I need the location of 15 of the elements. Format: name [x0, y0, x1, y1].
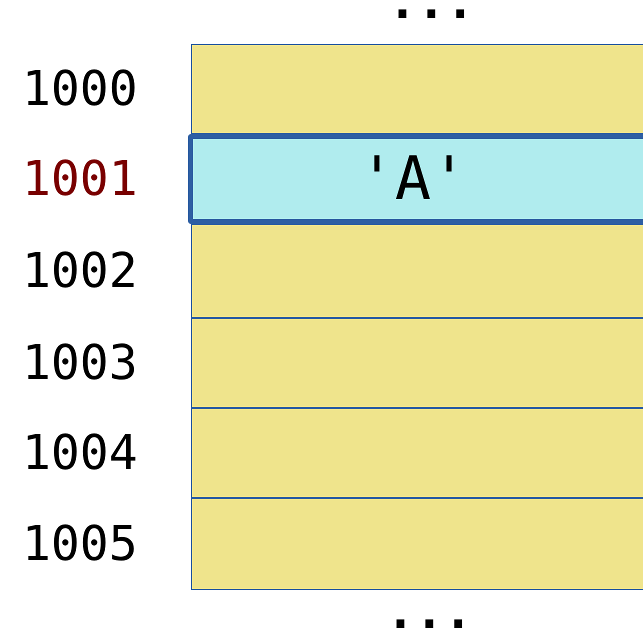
memory-cell: [191, 408, 643, 498]
memory-cell: [191, 224, 643, 318]
memory-address: 1003: [22, 335, 138, 391]
ellipsis: ...: [386, 592, 473, 629]
cell-value: 'A': [358, 144, 468, 214]
memory-address: 1005: [22, 516, 138, 572]
memory-cell: [191, 498, 643, 590]
memory-address: 1000: [22, 61, 138, 117]
memory-cell: [191, 318, 643, 408]
memory-cell: [191, 44, 643, 134]
memory-address: 1002: [22, 243, 138, 299]
memory-address: 1004: [22, 425, 138, 481]
highlighted-memory-cell: [188, 134, 643, 224]
ellipsis: ...: [388, 0, 475, 22]
memory-address: 1001: [22, 151, 138, 207]
